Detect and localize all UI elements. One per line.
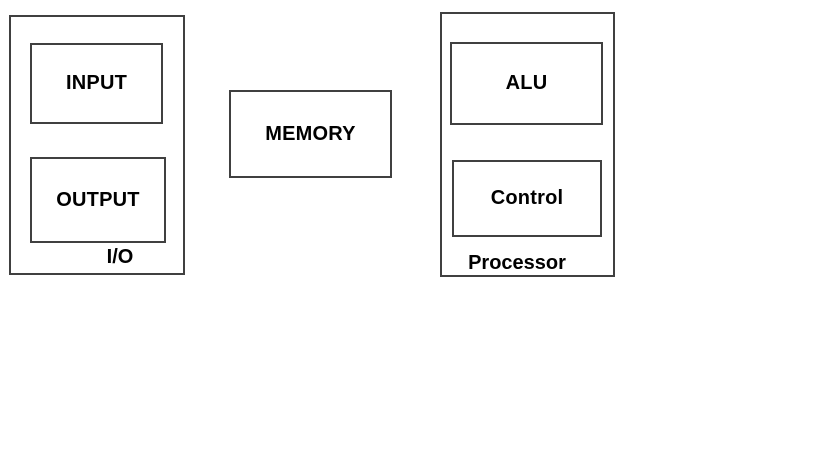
output-block: OUTPUT [30, 157, 166, 243]
alu-block: ALU [450, 42, 603, 125]
input-block-label: INPUT [66, 72, 127, 94]
processor-unit-block: ALU Control Processor [440, 12, 615, 277]
control-block: Control [452, 160, 602, 237]
processor-unit-label: Processor [468, 252, 566, 274]
control-block-label: Control [490, 187, 564, 209]
alu-block-label: ALU [505, 72, 548, 94]
output-block-label: OUTPUT [56, 188, 140, 211]
memory-block-label: MEMORY [265, 122, 356, 145]
memory-block: MEMORY [229, 90, 392, 178]
io-unit-block: INPUT OUTPUT I/O [9, 15, 185, 275]
io-unit-label: I/O [106, 246, 134, 268]
input-block: INPUT [30, 43, 163, 124]
